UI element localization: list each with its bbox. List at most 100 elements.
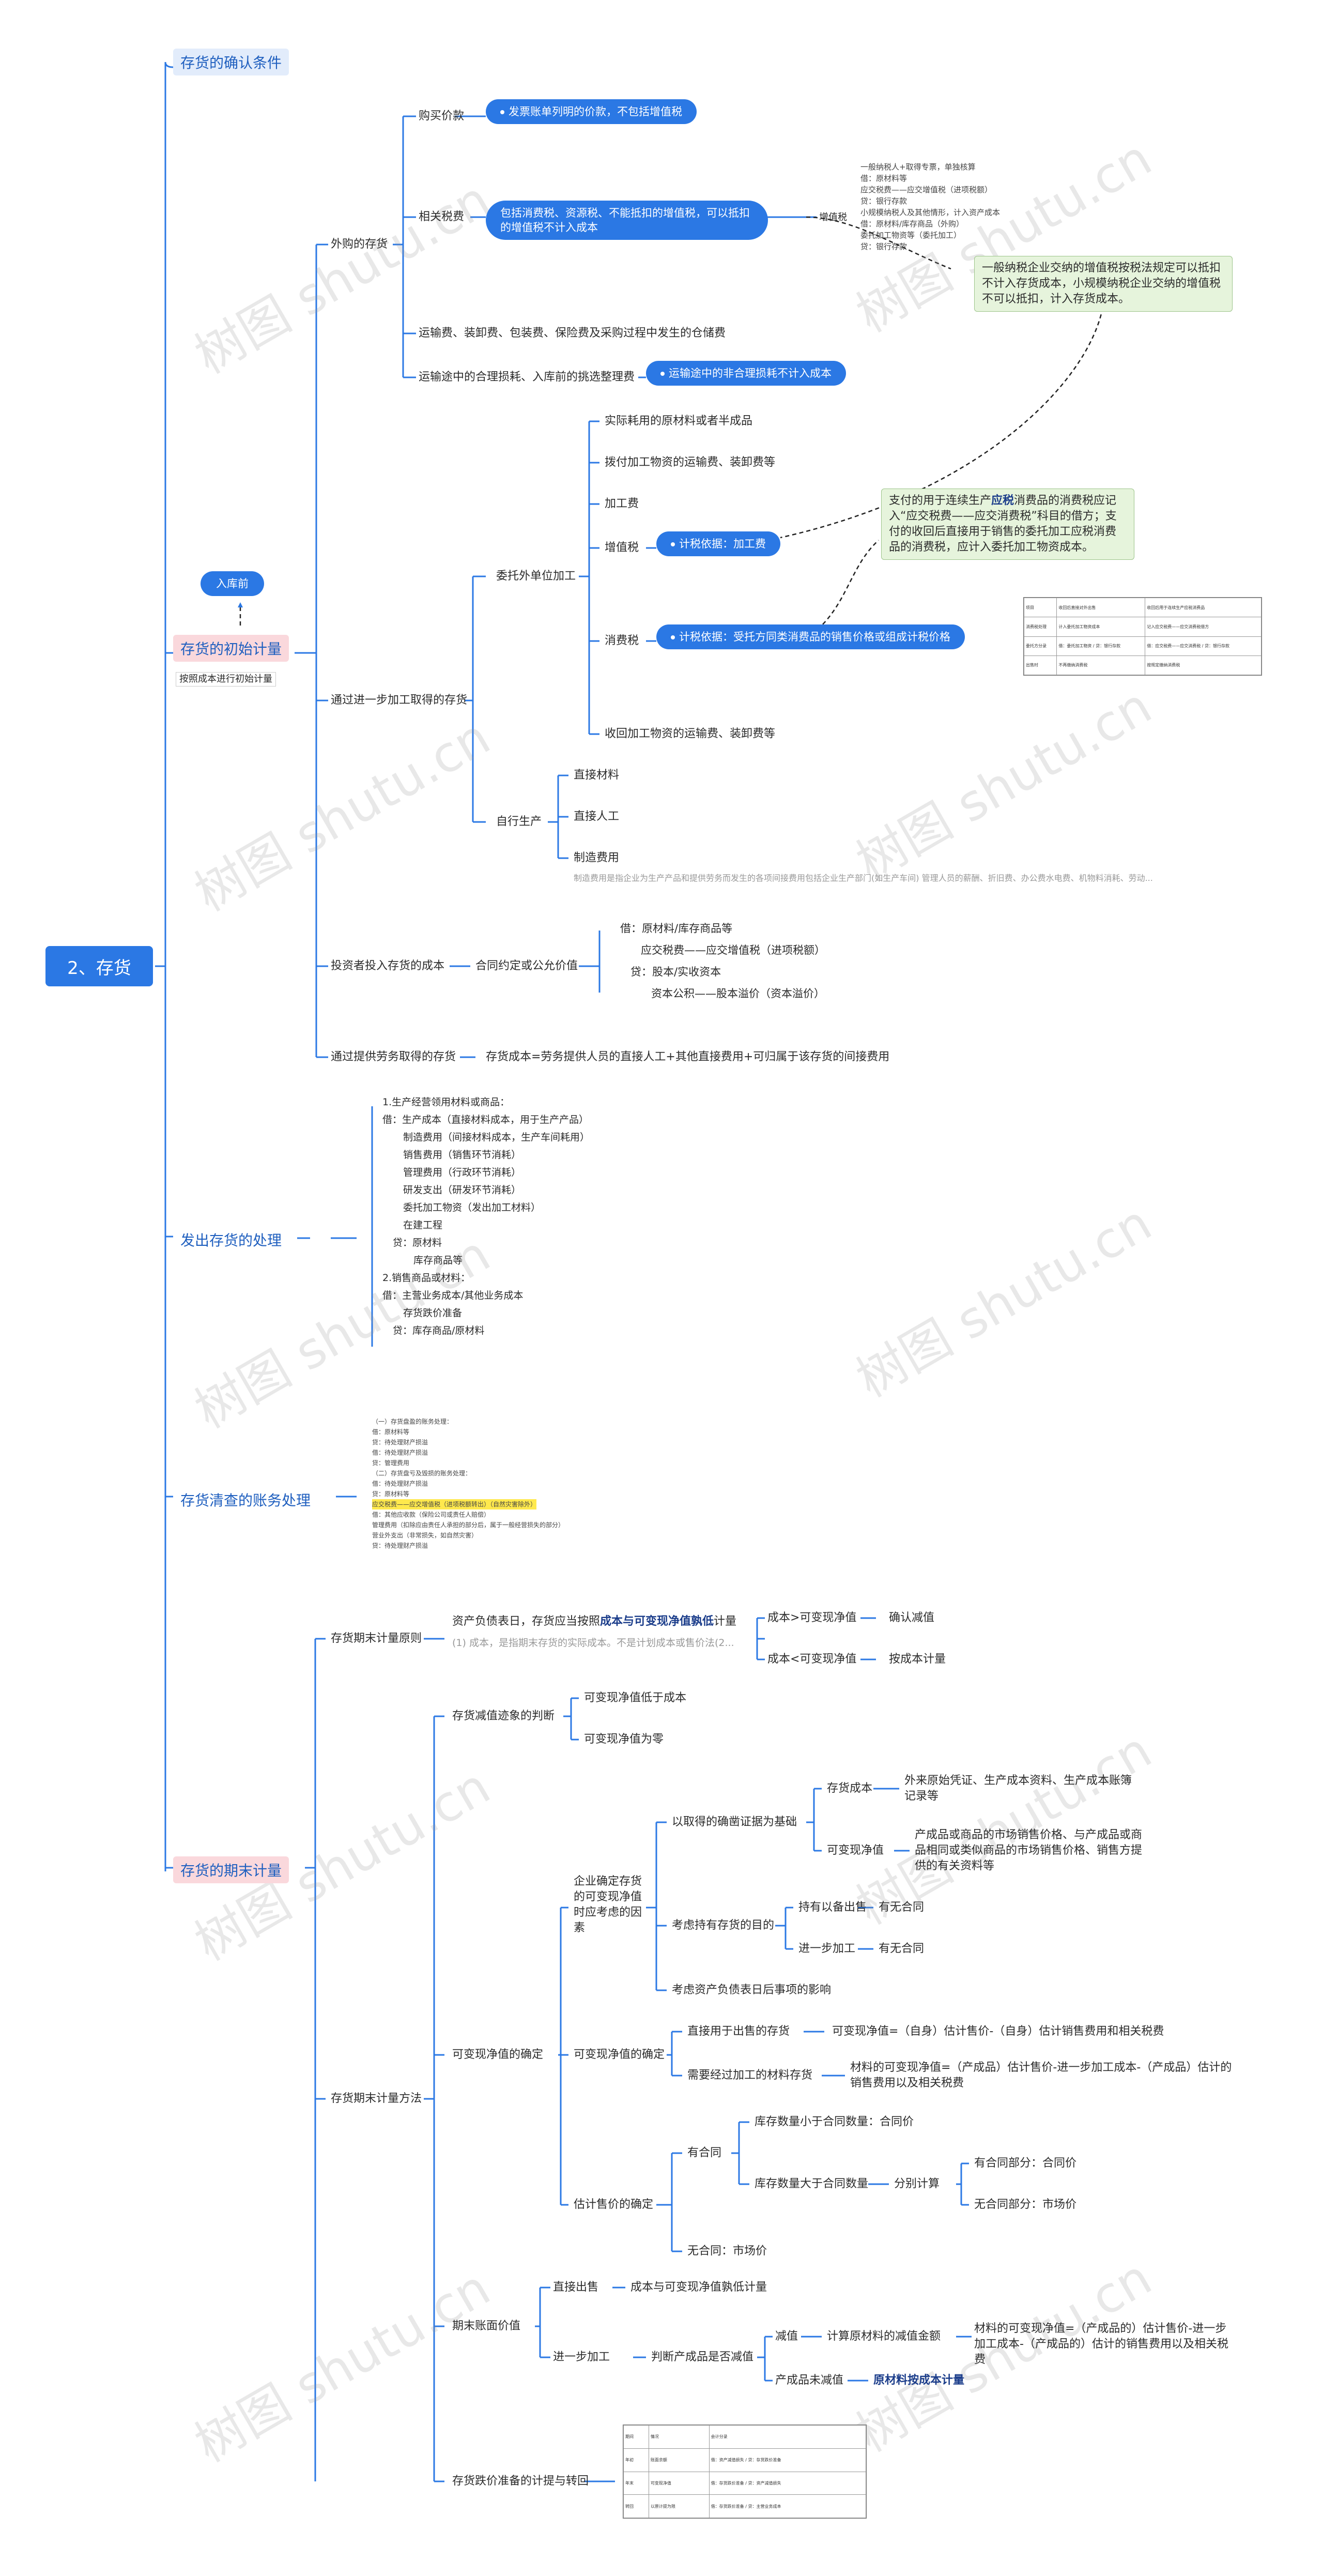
root-node[interactable]: 2、存货 — [45, 946, 153, 986]
cell: 期间 — [623, 2425, 649, 2449]
hold-sale-r[interactable]: 有无合同 — [879, 1901, 925, 1914]
no-contract[interactable]: 无合同：市场价 — [687, 2245, 767, 2258]
vat-entries: 一般纳税人+取得专票，单独核算 借：原材料等 应交税费——应交增值税（进项税额）… — [860, 161, 1078, 252]
provision-table: 期间情况会计分录 年初账面余额借：资产减值损失 / 贷：存货跌价准备 年末可变现… — [623, 2425, 867, 2519]
principle-b1r[interactable]: 确认减值 — [889, 1611, 935, 1624]
further[interactable]: 进一步加工 — [798, 1942, 856, 1955]
direct-sale[interactable]: 直接出售 — [553, 2281, 599, 2294]
entrust-item[interactable]: 加工费 — [605, 497, 639, 510]
self-item[interactable]: 直接材料 — [574, 769, 620, 782]
ev-cost[interactable]: 存货成本 — [827, 1782, 873, 1795]
price-pill[interactable]: 发票账单列明的价款，不包括增值税 — [486, 99, 697, 124]
entrust-item[interactable]: 实际耗用的原材料或者半成品 — [605, 415, 753, 428]
node-investor[interactable]: 投资者投入存货的成本 — [331, 959, 445, 972]
principle-part: 资产负债表日，存货应当按照 — [452, 1615, 601, 1628]
split-b[interactable]: 无合同部分：市场价 — [974, 2198, 1077, 2211]
impaired[interactable]: 减值 — [775, 2330, 798, 2343]
entry-line: 应交税费——应交增值税（进项税额） — [641, 944, 825, 956]
contract-gt[interactable]: 库存数量大于合同数量 — [755, 2177, 869, 2190]
node-shortage[interactable]: 存货清查的账务处理 — [180, 1492, 311, 1509]
node-confirm[interactable]: 存货的确认条件 — [173, 49, 289, 75]
cell: 不再缴纳消费税 — [1056, 655, 1146, 676]
shortage-line: 借：待处理财产损溢 — [372, 1449, 428, 1456]
node-evidence[interactable]: 以取得的确凿证据为基础 — [672, 1816, 797, 1828]
entry-line: 借：原材料/库存商品等 — [620, 922, 733, 935]
issue-line: 存货跌价准备 — [403, 1307, 463, 1319]
initial-note: 按照成本进行初始计量 — [176, 672, 276, 687]
ct-basis-pill[interactable]: 计税依据：受托方同类消费品的销售价格或组成计税价格 — [656, 624, 965, 649]
contract-le[interactable]: 库存数量小于合同数量：合同价 — [755, 2115, 914, 2128]
node-nrv[interactable]: 可变现净值的确定 — [452, 2048, 544, 2061]
node-issue[interactable]: 发出存货的处理 — [180, 1232, 282, 1249]
node-entry[interactable]: 入库前 — [201, 571, 264, 596]
entrust-item[interactable]: 消费税 — [605, 634, 639, 647]
judge-item[interactable]: 可变现净值为零 — [584, 1733, 664, 1746]
node-provision[interactable]: 存货跌价准备的计提与转回 — [452, 2475, 589, 2488]
entrust-item[interactable]: 收回加工物资的运输费、装卸费等 — [605, 727, 776, 740]
self-item[interactable]: 直接人工 — [574, 810, 620, 823]
node-ending[interactable]: 存货的期末计量 — [173, 1856, 289, 1883]
principle-b2[interactable]: 成本<可变现净值 — [767, 1653, 857, 1666]
split[interactable]: 分别计算 — [894, 2177, 940, 2190]
node-service[interactable]: 通过提供劳务取得的存货 — [331, 1050, 456, 1063]
further-r[interactable]: 有无合同 — [879, 1942, 925, 1955]
self-item[interactable]: 制造费用 — [574, 851, 620, 864]
entrust-item[interactable]: 拨付加工物资的运输费、装卸费等 — [605, 456, 776, 469]
vat-note: 一般纳税企业交纳的增值税按税法规定可以抵扣不计入存货成本，小规模纳税企业交纳的增… — [974, 256, 1233, 312]
post-events[interactable]: 考虑资产负债表日后事项的影响 — [672, 1984, 832, 1996]
investor-value[interactable]: 合同约定或公允价值 — [475, 959, 578, 972]
node-factors[interactable]: 企业确定存货的可变现净值时应考虑的因素 — [574, 1875, 642, 1934]
node-loss[interactable]: 运输途中的合理损耗、入库前的挑选整理费 — [419, 371, 635, 384]
not-impaired-r: 原材料按成本计量 — [873, 2373, 964, 2388]
node-processing[interactable]: 通过进一步加工取得的存货 — [331, 694, 468, 707]
loss-pill[interactable]: 运输途中的非合理损耗不计入成本 — [646, 361, 846, 386]
pill-dot-icon — [671, 542, 675, 546]
principle-b2r[interactable]: 按成本计量 — [889, 1653, 946, 1666]
principle-b1[interactable]: 成本>可变现净值 — [767, 1611, 857, 1624]
taxes-pill[interactable]: 包括消费税、资源税、不能抵扣的增值税，可以抵扣的增值税不计入成本 — [486, 201, 768, 240]
vat-line: 小规模纳税人及其他情形，计入资产成本 — [860, 208, 1001, 217]
node-initial[interactable]: 存货的初始计量 — [173, 635, 289, 662]
node-nrv-calc[interactable]: 可变现净值的确定 — [574, 2048, 665, 2061]
node-period-end[interactable]: 期末账面价值 — [452, 2320, 521, 2333]
node-price[interactable]: 购买价款 — [419, 110, 465, 123]
node-taxes[interactable]: 相关税费 — [419, 210, 465, 223]
node-vat[interactable]: 增值税 — [819, 212, 847, 223]
vat-line: 贷：银行存款 — [860, 242, 907, 251]
ev-nrv[interactable]: 可变现净值 — [827, 1844, 884, 1857]
shortage-line: 贷：管理费用 — [372, 1459, 410, 1467]
shortage-line: 管理费用（扣除应由责任人承担的部分后，属于一般经营损失的部分） — [372, 1521, 565, 1529]
impaired-r[interactable]: 计算原材料的减值金额 — [827, 2330, 941, 2343]
node-est-price[interactable]: 估计售价的确定 — [574, 2198, 654, 2211]
judge-product[interactable]: 判断产成品是否减值 — [651, 2351, 754, 2364]
issue-entries: 1.生产经营领用材料或商品： 借：生产成本（直接材料成本，用于生产产品） 制造费… — [382, 1093, 590, 1339]
further2[interactable]: 进一步加工 — [553, 2351, 610, 2364]
node-judge[interactable]: 存货减值迹象的判断 — [452, 1710, 555, 1723]
price-pill-text: 发票账单列明的价款，不包括增值税 — [509, 105, 682, 118]
node-purpose[interactable]: 考虑持有存货的目的 — [672, 1919, 775, 1932]
node-entrust[interactable]: 委托外单位加工 — [496, 570, 576, 583]
hold-sale[interactable]: 持有以备出售 — [798, 1901, 867, 1914]
shortage-line: 贷：待处理财产损溢 — [372, 1542, 428, 1549]
judge-item[interactable]: 可变现净值低于成本 — [584, 1691, 687, 1704]
principle-part: 计量 — [714, 1615, 737, 1628]
node-freight[interactable]: 运输费、装卸费、包装费、保险费及采购过程中发生的仓储费 — [419, 327, 726, 340]
cell: 会计分录 — [709, 2425, 867, 2449]
node-purchase[interactable]: 外购的存货 — [331, 238, 388, 251]
material[interactable]: 需要经过加工的材料存货 — [687, 2069, 813, 2082]
node-self[interactable]: 自行生产 — [496, 815, 542, 828]
issue-line: 借：主营业务成本/其他业务成本 — [382, 1290, 524, 1301]
self-note: 制造费用是指企业为生产产品和提供劳务而发生的各项间接费用包括企业生产部门(如生产… — [574, 873, 1153, 883]
cell: 年末 — [623, 2471, 649, 2495]
contract[interactable]: 有合同 — [687, 2146, 722, 2159]
shortage-line: 贷：原材料等 — [372, 1490, 410, 1498]
direct[interactable]: 直接用于出售的存货 — [687, 2025, 790, 2038]
entrust-item[interactable]: 增值税 — [605, 541, 639, 554]
not-impaired[interactable]: 产成品未减值 — [775, 2374, 844, 2387]
entry-line: 贷：股本/实收资本 — [630, 966, 721, 978]
cell: 记入应交税费——应交消费税借方 — [1145, 617, 1262, 637]
vat-basis-pill[interactable]: 计税依据：加工费 — [656, 531, 780, 556]
node-method[interactable]: 存货期末计量方法 — [331, 2092, 422, 2105]
split-a[interactable]: 有合同部分：合同价 — [974, 2157, 1077, 2170]
node-principle[interactable]: 存货期末计量原则 — [331, 1632, 422, 1645]
